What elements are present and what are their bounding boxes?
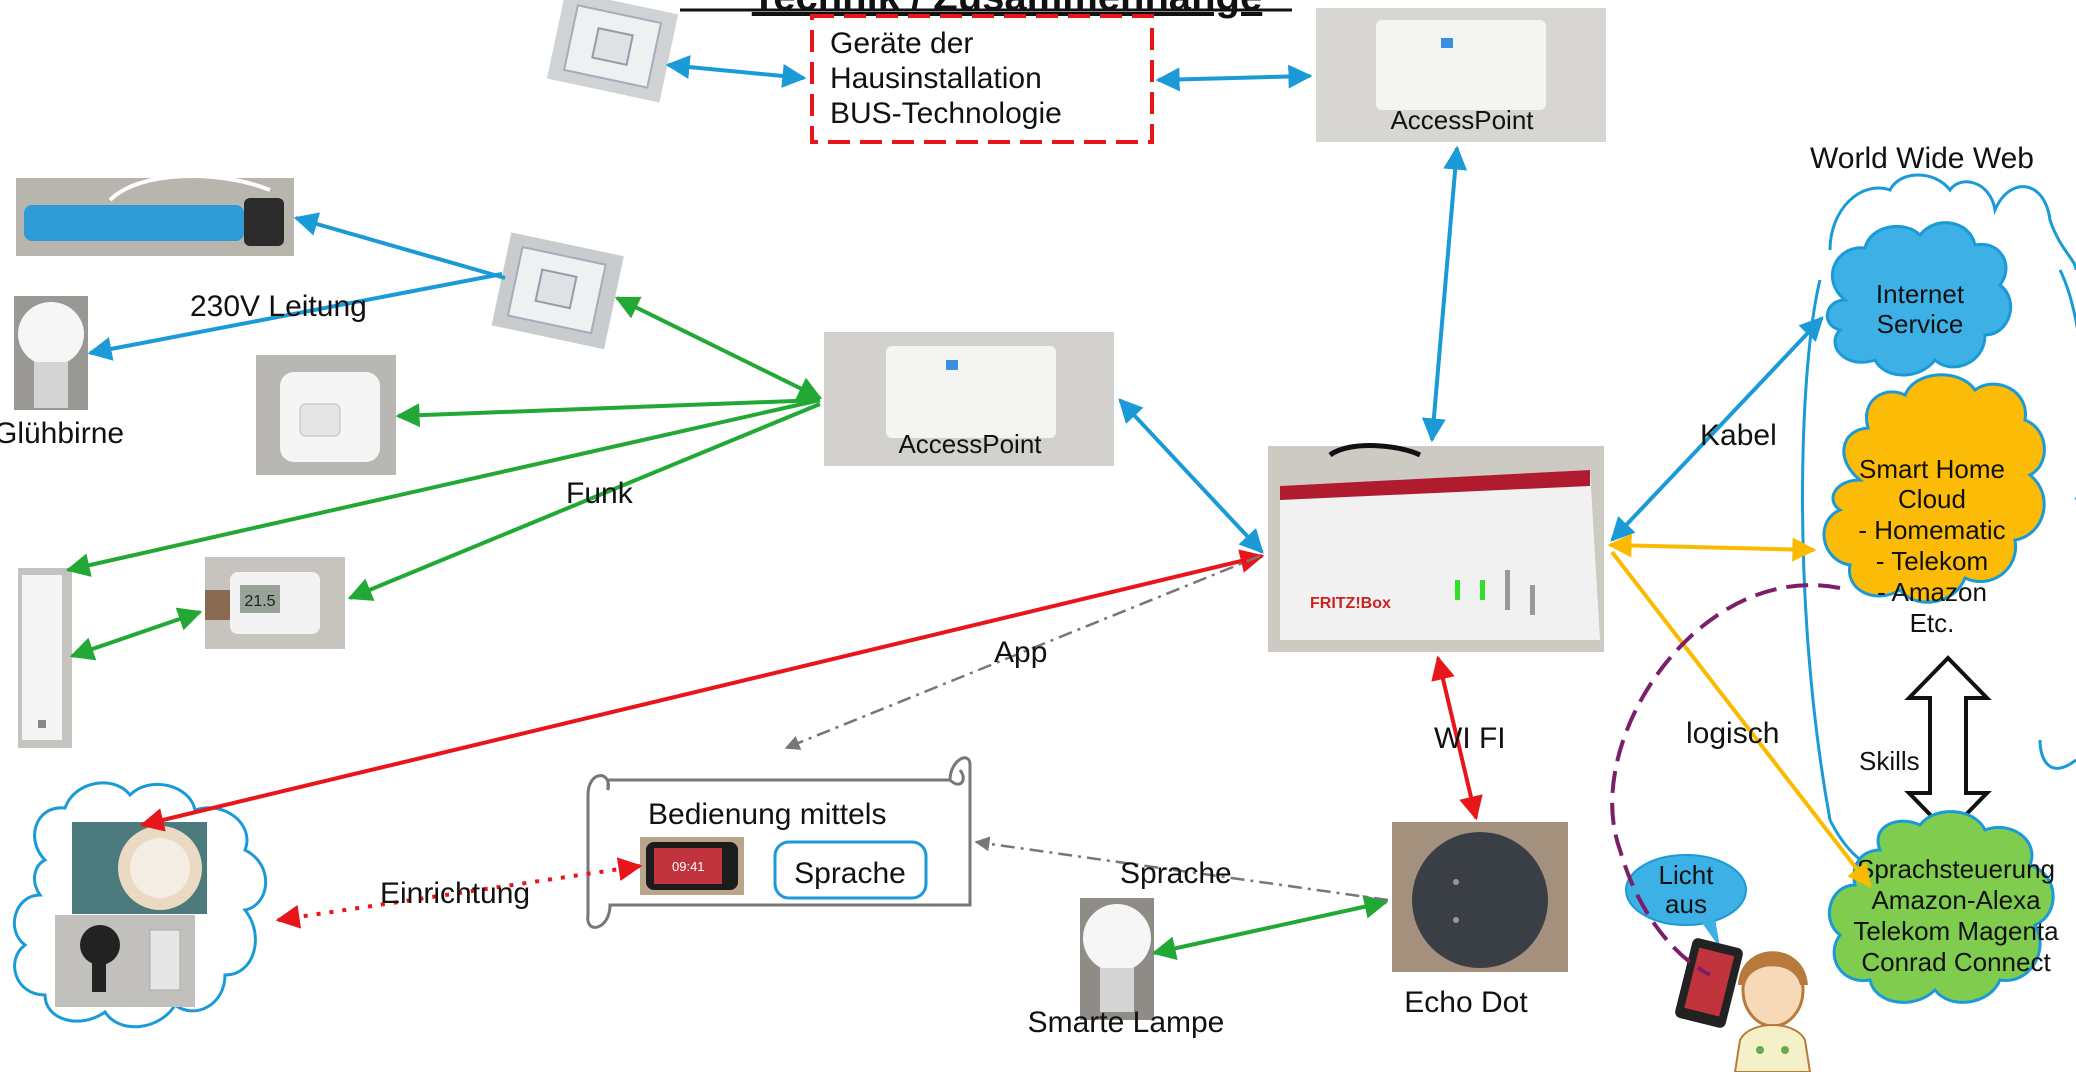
robot-vacuum-photo [72, 822, 207, 914]
connections [65, 55, 1872, 977]
speech-bubble: Licht aus [1625, 854, 1747, 948]
echo-dot-label: Echo Dot [1404, 986, 1528, 1019]
tubular-motor-photo [16, 174, 294, 256]
wifi-label: WI FI [1434, 722, 1506, 755]
skills-double-arrow [1904, 655, 1992, 836]
funk-label: Funk [566, 477, 634, 510]
gluehbirne-label: Glühbirne [0, 417, 124, 450]
window-contact-photo [18, 568, 72, 748]
app-label: App [994, 636, 1047, 669]
accesspoint-top-photo: AccessPoint [1316, 8, 1606, 142]
speech-cloud-text: Sprachsteuerung Amazon-Alexa Telekom Mag… [1853, 854, 2059, 977]
user-person-icon [1675, 938, 1812, 1072]
echo-dot-photo [1392, 822, 1568, 972]
speech-line: Conrad Connect [1861, 947, 2051, 977]
einrichtung-label: Einrichtung [380, 877, 530, 910]
smart-home-line: - Homematic [1858, 515, 2005, 545]
camera-photo [55, 915, 195, 1007]
bedienung-label: Bedienung mittels [648, 798, 886, 831]
smart-home-line: Etc. [1910, 608, 1955, 638]
control-scroll: Bedienung mittels 09:41 Sprache [586, 756, 972, 929]
smart-home-line: - Amazon [1877, 577, 1987, 607]
phone-time: 09:41 [672, 859, 705, 874]
speech-control-cloud [1827, 810, 2055, 1004]
thermostat-photo: 21.5 [205, 557, 345, 649]
speech-line: Amazon-Alexa [1871, 885, 2041, 915]
accesspoint-mid-label: AccessPoint [898, 429, 1042, 459]
bus-line-2: Hausinstallation [830, 62, 1042, 95]
speech-line: Sprachsteuerung [1857, 854, 2055, 884]
sprache-button-label: Sprache [794, 857, 906, 890]
leitung-230v-label: 230V Leitung [190, 290, 367, 323]
wall-switch-mid-photo [491, 232, 624, 350]
phone-photo: 09:41 [640, 837, 744, 895]
internet-label-1: Internet [1876, 279, 1965, 309]
logisch-label: logisch [1686, 717, 1779, 750]
accesspoint-mid-photo: AccessPoint [824, 332, 1114, 466]
smart-lamp-photo [1080, 898, 1154, 1020]
licht-line-1: Licht [1659, 860, 1715, 890]
bus-technology-box [810, 14, 1154, 144]
smart-home-cloud-text: Smart Home Cloud - Homematic - Telekom -… [1858, 454, 2005, 638]
internet-label-2: Service [1877, 309, 1964, 339]
fritzbox-router-photo: FRITZ!Box [1268, 443, 1604, 652]
kabel-label: Kabel [1700, 419, 1777, 452]
licht-line-2: aus [1665, 889, 1707, 919]
smart-plug-photo [256, 355, 396, 475]
speech-line: Telekom Magenta [1853, 916, 2059, 946]
smart-lamp-label: Smarte Lampe [1028, 1006, 1225, 1039]
sprache-button[interactable] [773, 840, 928, 900]
sprache-arrow-label: Sprache [1120, 857, 1232, 890]
smart-home-cloud [1822, 373, 2046, 604]
smart-home-line: Cloud [1898, 484, 1966, 514]
smart-home-line: Smart Home [1859, 454, 2005, 484]
www-label: World Wide Web [1810, 142, 2034, 175]
bulb-left-photo [14, 296, 88, 410]
skills-label: Skills [1859, 746, 1920, 776]
bus-line-3: BUS-Technologie [830, 97, 1062, 130]
accesspoint-top-label: AccessPoint [1390, 105, 1534, 135]
bus-line-1: Geräte der [830, 27, 973, 60]
thermostat-display: 21.5 [244, 593, 275, 610]
router-brand: FRITZ!Box [1310, 595, 1391, 612]
internet-service-cloud [1825, 221, 2013, 377]
wall-switch-top-photo [546, 0, 679, 103]
smart-home-line: - Telekom [1876, 546, 1988, 576]
